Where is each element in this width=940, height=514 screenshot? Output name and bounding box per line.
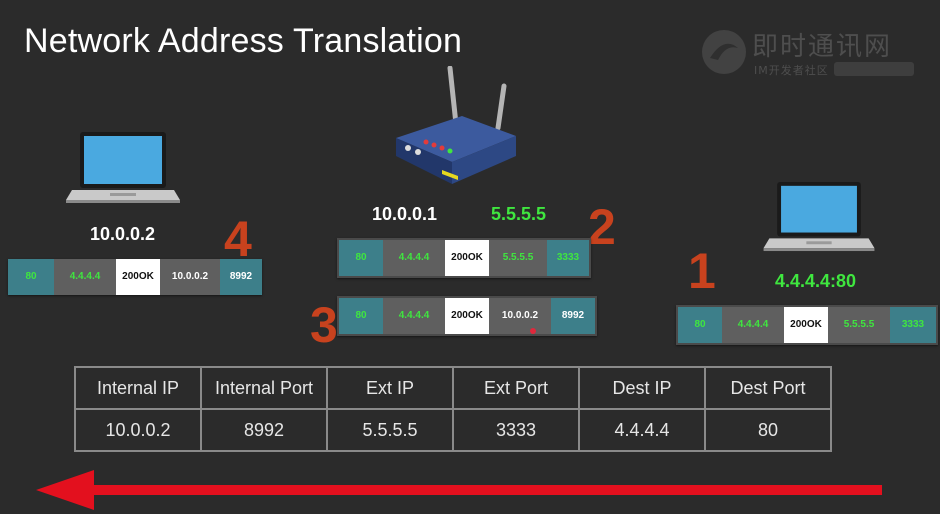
step-1-label: 1 [688, 243, 716, 299]
table-row: 10.0.0.2 8992 5.5.5.5 3333 4.4.4.4 80 [74, 408, 832, 452]
flow-arrow-left-icon [36, 470, 882, 510]
watermark: 即时通讯网 IM开发者社区 [700, 22, 920, 82]
nat-cell-dest-port: 80 [704, 408, 832, 452]
packet-dest-ip: 4.4.4.4 [722, 307, 784, 343]
router-external-ip: 5.5.5.5 [491, 204, 547, 224]
watermark-title: 即时通讯网 [752, 32, 893, 62]
nat-table-header-row: Internal IP Internal Port Ext IP Ext Por… [74, 366, 832, 410]
cursor-dot [530, 328, 536, 334]
packet-src-ip: 5.5.5.5 [489, 240, 547, 276]
watermark-logo-icon [702, 30, 746, 74]
packet-dest-port: 80 [339, 240, 383, 276]
nat-cell-ext-ip: 5.5.5.5 [326, 408, 454, 452]
nat-header-dest-port: Dest Port [704, 366, 832, 410]
packet-dest-ip: 4.4.4.4 [383, 298, 445, 334]
nat-cell-internal-ip: 10.0.0.2 [74, 408, 202, 452]
nat-header-ext-ip: Ext IP [326, 366, 454, 410]
nat-cell-ext-port: 3333 [452, 408, 580, 452]
nat-cell-dest-ip: 4.4.4.4 [578, 408, 706, 452]
watermark-subtitle: IM开发者社区 [754, 64, 829, 77]
packet-dest-ip: 4.4.4.4 [54, 259, 116, 295]
page-title: Network Address Translation [24, 22, 463, 60]
packet-dest-port: 80 [8, 259, 54, 295]
left-host-ip: 10.0.0.2 [90, 224, 156, 244]
right-laptop-icon [763, 181, 875, 252]
packet-dest-port: 80 [339, 298, 383, 334]
nat-header-ext-port: Ext Port [452, 366, 580, 410]
left-laptop-icon [66, 132, 180, 203]
nat-cell-internal-port: 8992 [200, 408, 328, 452]
packet-dest-ip: 4.4.4.4 [383, 240, 445, 276]
nat-header-dest-ip: Dest IP [578, 366, 706, 410]
step-3-label: 3 [310, 297, 338, 353]
packet-src-ip: 10.0.0.2 [160, 259, 220, 295]
nat-header-internal-ip: Internal IP [74, 366, 202, 410]
right-host-address: 4.4.4.4:80 [775, 271, 857, 291]
router-icon [396, 66, 516, 184]
step-4-label: 4 [224, 211, 252, 267]
step-2-label: 2 [588, 199, 616, 255]
packet-src-port: 8992 [220, 259, 262, 295]
nat-table: Internal IP Internal Port Ext IP Ext Por… [74, 366, 832, 452]
packet-src-port: 3333 [890, 307, 936, 343]
packet-dest-port: 80 [678, 307, 722, 343]
nat-header-internal-port: Internal Port [200, 366, 328, 410]
packet-src-port: 8992 [551, 298, 595, 334]
watermark-bar [834, 62, 914, 76]
packet-src-port: 3333 [547, 240, 589, 276]
packet-src-ip: 5.5.5.5 [828, 307, 890, 343]
packet-src-ip: 10.0.0.2 [489, 298, 551, 334]
router-internal-ip: 10.0.0.1 [372, 204, 438, 224]
